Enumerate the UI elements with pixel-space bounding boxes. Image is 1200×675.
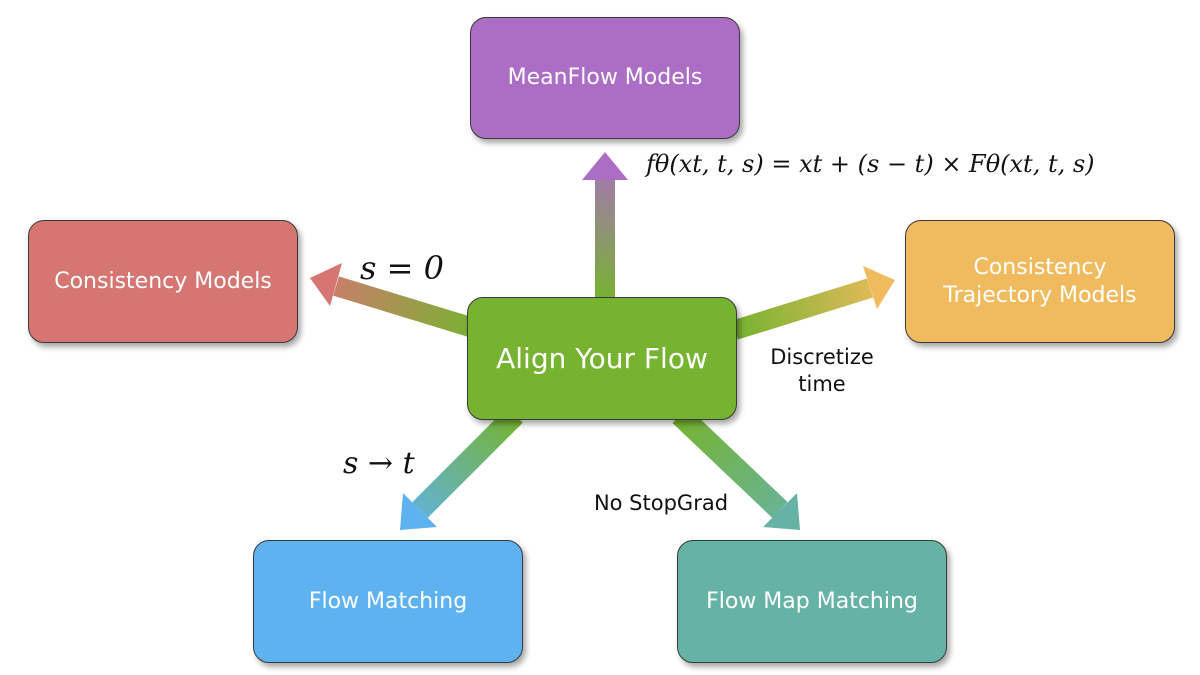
consistency-models-node: Consistency Models xyxy=(28,220,298,343)
discretize-time-label: Discretize time xyxy=(770,345,874,396)
align-your-flow-node: Align Your Flow xyxy=(467,297,737,420)
arrow-to-meanflow xyxy=(582,152,628,300)
arrow-to-ctm xyxy=(732,266,895,340)
flow-matching-condition-label: s → t xyxy=(343,446,415,481)
consistency-models-label: Consistency Models xyxy=(54,268,272,294)
meanflow-models-node: MeanFlow Models xyxy=(470,17,740,139)
meanflow-formula-text: fθ(xt, t, s) = xt + (s − t) × Fθ(xt, t, … xyxy=(646,150,1095,178)
consistency-condition-label: s = 0 xyxy=(360,249,444,287)
meanflow-formula: fθ(xt, t, s) = xt + (s − t) × Fθ(xt, t, … xyxy=(646,148,1095,180)
no-stopgrad-label: No StopGrad xyxy=(593,491,729,515)
flow-matching-node: Flow Matching xyxy=(253,540,523,663)
arrow-to-consistency xyxy=(310,263,483,340)
flow-map-matching-label: Flow Map Matching xyxy=(706,588,918,614)
consistency-trajectory-models-label: Consistency Trajectory Models xyxy=(943,254,1137,308)
meanflow-models-label: MeanFlow Models xyxy=(507,65,703,90)
arrow-to-flow-matching xyxy=(400,407,523,530)
align-your-flow-label: Align Your Flow xyxy=(496,341,708,375)
arrow-to-flow-map-matching xyxy=(672,407,800,530)
flow-map-matching-node: Flow Map Matching xyxy=(677,540,947,663)
flow-matching-label: Flow Matching xyxy=(308,588,468,614)
consistency-trajectory-models-node: Consistency Trajectory Models xyxy=(905,220,1175,343)
